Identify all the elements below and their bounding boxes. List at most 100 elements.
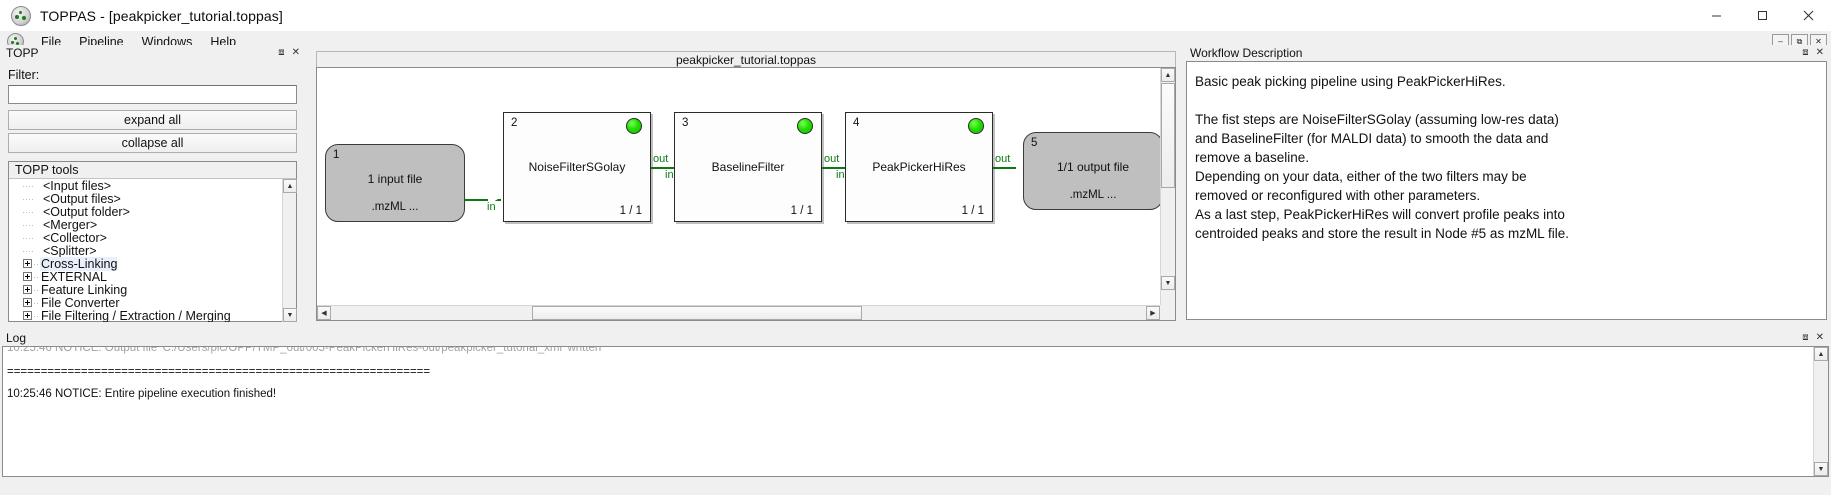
minimize-icon[interactable]: [1693, 0, 1739, 31]
scroll-corner: [1160, 305, 1175, 320]
workflow-line: centroided peaks and store the result in…: [1195, 226, 1569, 241]
scroll-right-icon[interactable]: ▶: [1146, 306, 1160, 320]
canvas-vertical-scrollbar[interactable]: ▲ ▼: [1160, 68, 1175, 305]
tree-item-label: <Input files>: [43, 179, 112, 193]
edge-1-to-2: [465, 199, 501, 201]
expand-plus-icon[interactable]: [23, 259, 32, 268]
close-icon[interactable]: ✕: [1815, 47, 1824, 58]
node-number: 4: [853, 117, 860, 129]
node-progress: 1 / 1: [961, 205, 984, 217]
edge-out-label: out: [995, 153, 1011, 165]
expand-plus-icon[interactable]: [23, 285, 32, 294]
close-icon[interactable]: ✕: [1815, 332, 1824, 343]
workflow-line: The fist steps are NoiseFilterSGolay (as…: [1195, 112, 1559, 127]
float-icon[interactable]: ⧈: [1802, 332, 1809, 343]
expand-plus-icon[interactable]: [23, 298, 32, 307]
node-name: 1/1 output file: [1056, 160, 1130, 175]
node-subtitle: .mzML ...: [371, 201, 419, 213]
node-progress: 1 / 1: [790, 205, 813, 217]
expand-plus-icon[interactable]: [23, 311, 32, 320]
scroll-up-icon[interactable]: ▲: [1161, 68, 1175, 82]
log-line: 10:25:46 NOTICE: Entire pipeline executi…: [7, 388, 277, 400]
node-progress: 1 / 1: [619, 205, 642, 217]
expand-plus-icon[interactable]: [23, 272, 32, 281]
tree-item-file-filtering[interactable]: ·· File Filtering / Extraction / Merging: [9, 309, 283, 322]
pipeline-editor: peakpicker_tutorial.toppas 1 1 input fil…: [312, 45, 1180, 326]
close-icon[interactable]: ✕: [291, 47, 300, 58]
workflow-spacer: [1195, 91, 1818, 110]
topp-tools-tree-body: ···· <Input files> ···· <Output files> ·…: [9, 179, 283, 322]
workflow-line: As a last step, PeakPickerHiRes will con…: [1195, 207, 1565, 222]
tree-item-merger[interactable]: ···· <Merger>: [9, 218, 283, 232]
close-icon[interactable]: [1785, 0, 1831, 31]
topp-panel-title: TOPP: [6, 45, 39, 60]
tree-guide: ··: [33, 271, 39, 282]
maximize-icon[interactable]: [1739, 0, 1785, 31]
pipeline-node-3-baselinefilter[interactable]: 3 BaselineFilter 1 / 1: [674, 112, 822, 222]
window-title: TOPPAS - [peakpicker_tutorial.toppas]: [40, 7, 283, 24]
tree-item-output-files[interactable]: ···· <Output files>: [9, 192, 283, 206]
workflow-line: and BaselineFilter (for MALDI data) to s…: [1195, 131, 1549, 146]
pipeline-node-1-input-file[interactable]: 1 1 input file .mzML ...: [325, 144, 465, 222]
status-led-icon: [626, 118, 642, 134]
filter-input[interactable]: [8, 85, 297, 104]
status-led-icon: [968, 118, 984, 134]
toppas-icon: [11, 5, 31, 26]
tree-item-cross-linking[interactable]: ·· Cross-Linking: [9, 256, 283, 271]
scroll-thumb[interactable]: [1161, 83, 1175, 188]
topp-panel: TOPP ⧈ ✕ Filter: expand all collapse all…: [0, 45, 307, 326]
workflow-description-panel: Workflow Description ⧈ ✕ Basic peak pick…: [1184, 45, 1831, 326]
scroll-down-icon[interactable]: ▼: [1161, 276, 1175, 290]
edge-4-to-5: [993, 167, 1029, 169]
pipeline-canvas[interactable]: 1 1 input file .mzML ... in 2 NoiseFilte…: [317, 68, 1160, 305]
pipeline-node-5-output-file[interactable]: 5 1/1 output file .mzML ...: [1023, 132, 1160, 210]
edge-out-label: out: [653, 153, 669, 165]
tree-item-splitter[interactable]: ···· <Splitter>: [9, 243, 283, 258]
status-bar: [0, 479, 1831, 495]
workflow-description-text[interactable]: Basic peak picking pipeline using PeakPi…: [1186, 61, 1827, 320]
tree-guide: ··: [33, 258, 39, 269]
tree-item-input-files[interactable]: ···· <Input files>: [9, 179, 283, 193]
edge-out-label: out: [824, 153, 840, 165]
float-icon[interactable]: ⧈: [1802, 47, 1809, 58]
node-name: PeakPickerHiRes: [872, 160, 966, 174]
expand-all-button[interactable]: expand all: [8, 110, 297, 130]
workflow-description-title-bar: Workflow Description ⧈ ✕: [1184, 45, 1831, 60]
scroll-up-icon[interactable]: ▲: [1814, 347, 1828, 361]
workflow-line: removed or reconfigured with other param…: [1195, 188, 1481, 203]
tree-item-file-converter[interactable]: ·· File Converter: [9, 296, 283, 310]
pipeline-node-2-noisefiltersgolay[interactable]: 2 NoiseFilterSGolay 1 / 1: [503, 112, 651, 222]
tree-item-label: <Splitter>: [43, 243, 97, 258]
tree-guide: ····: [22, 232, 34, 243]
tree-item-external[interactable]: ·· EXTERNAL: [9, 270, 283, 284]
canvas-horizontal-scrollbar[interactable]: ◀ ▶: [317, 305, 1160, 320]
topp-tools-tree: TOPP tools ···· <Input files> ···· <Outp…: [8, 161, 297, 322]
scroll-up-icon[interactable]: ▲: [283, 179, 297, 193]
workflow-line: remove a baseline.: [1195, 150, 1310, 165]
edge-arrowhead: [1016, 161, 1026, 173]
node-number: 3: [682, 117, 689, 129]
scroll-down-icon[interactable]: ▼: [1814, 462, 1828, 476]
pipeline-node-4-peakpickerhires[interactable]: 4 PeakPickerHiRes 1 / 1: [845, 112, 993, 222]
edge-2-to-3: [651, 167, 687, 169]
workflow-line: Depending on your data, either of the tw…: [1195, 169, 1527, 184]
tree-guide: ····: [22, 193, 34, 204]
scroll-thumb[interactable]: [532, 306, 862, 320]
workflow-description-title: Workflow Description: [1190, 45, 1303, 60]
pipeline-tab-title[interactable]: peakpicker_tutorial.toppas: [316, 51, 1176, 67]
scroll-down-icon[interactable]: ▼: [283, 308, 297, 322]
topp-panel-title-bar: TOPP ⧈ ✕: [0, 45, 307, 60]
tree-item-feature-linking[interactable]: ·· Feature Linking: [9, 283, 283, 297]
node-name: BaselineFilter: [711, 160, 785, 174]
tree-vertical-scrollbar[interactable]: ▲ ▼: [282, 179, 297, 322]
log-vertical-scrollbar[interactable]: ▲ ▼: [1813, 347, 1828, 476]
float-icon[interactable]: ⧈: [278, 47, 285, 58]
tree-item-output-folder[interactable]: ···· <Output folder>: [9, 205, 283, 219]
scroll-left-icon[interactable]: ◀: [317, 306, 331, 320]
log-output[interactable]: 10:25:46 NOTICE: Output file 'C:/Users/p…: [2, 346, 1829, 477]
node-number: 2: [511, 117, 518, 129]
edge-in-label: in: [487, 201, 496, 213]
collapse-all-button[interactable]: collapse all: [8, 133, 297, 153]
tree-item-collector[interactable]: ···· <Collector>: [9, 231, 283, 245]
